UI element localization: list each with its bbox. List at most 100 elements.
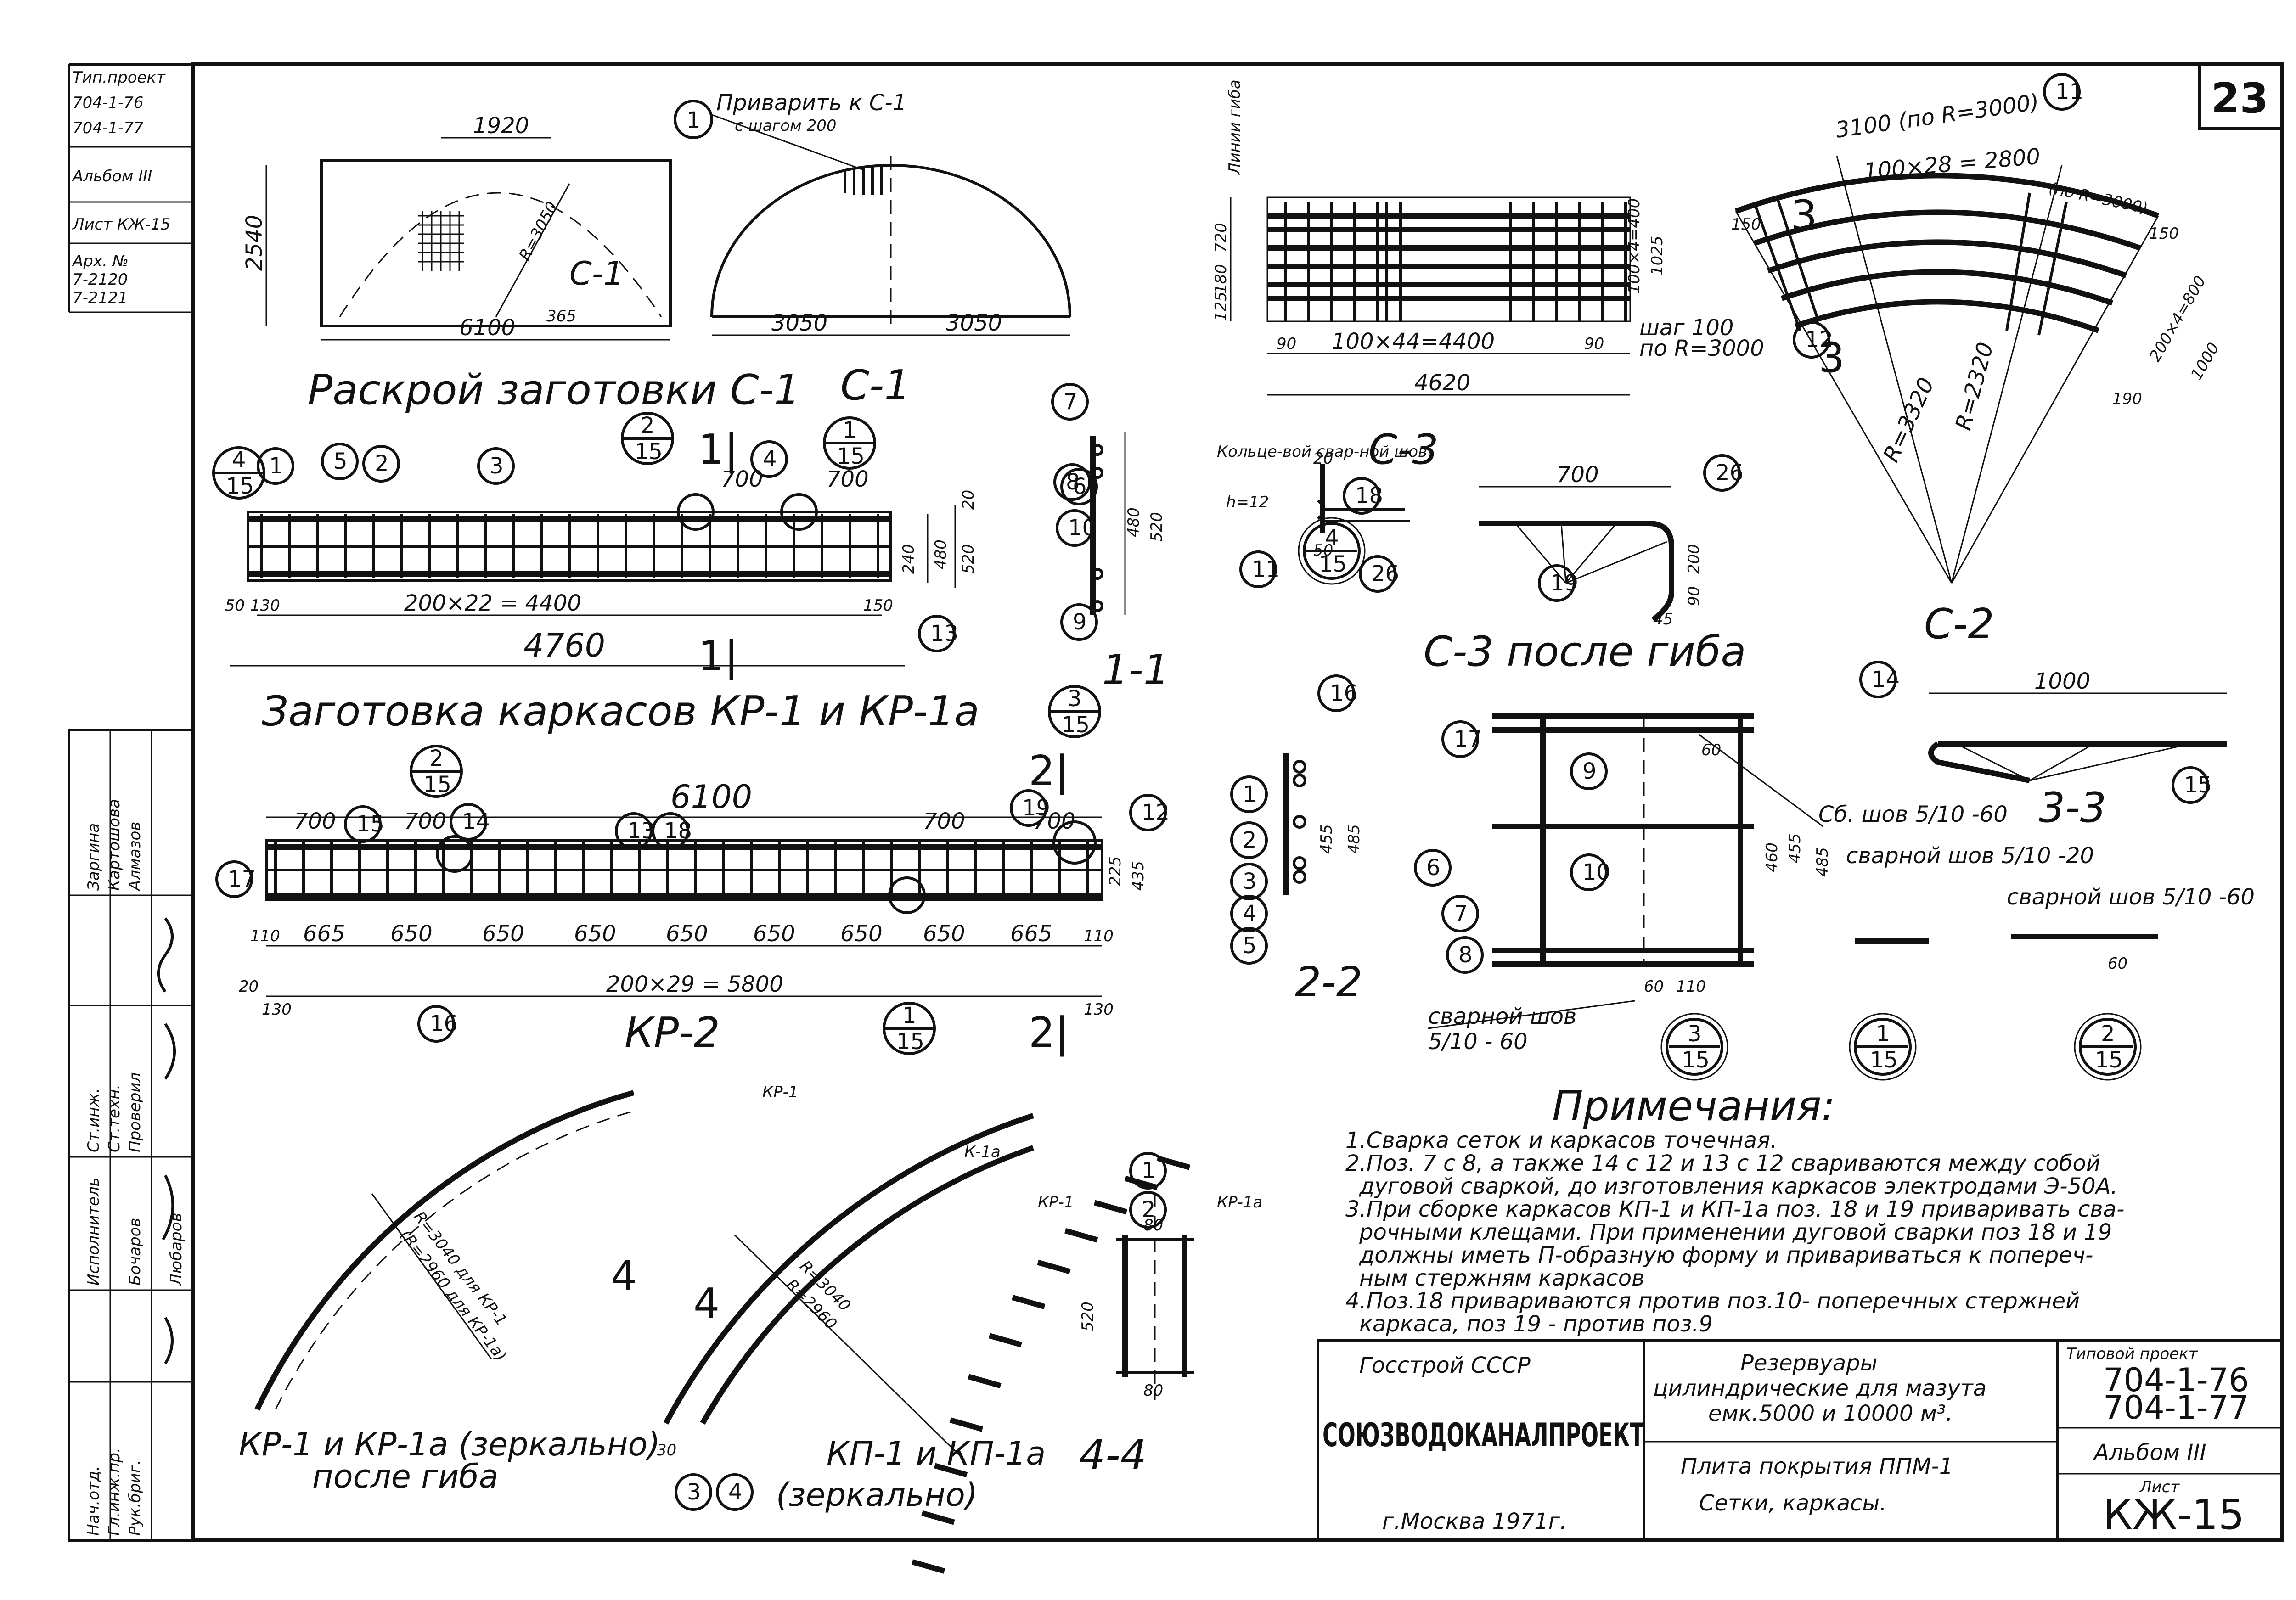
title-raskroy: Раскрой заготовки С-1 <box>308 366 800 414</box>
stamp-line-5: Арх. № <box>72 252 129 270</box>
m2-15c-bot: 15 <box>2095 1047 2123 1073</box>
callout-circle <box>1570 853 1608 891</box>
c2-dim-1000: 1000 <box>2187 340 2223 383</box>
callout-circle <box>1441 720 1479 758</box>
kp1: R=3040 R=2960 КР-1 К-1а 30 4 4 КП-1 и КП… <box>611 1083 1191 1574</box>
callout-number: 13 <box>627 818 655 844</box>
callout-number: 12 <box>1805 327 1833 353</box>
label-svarnoy-60: сварной шов 5/10 -60 <box>2007 884 2255 910</box>
kr1-after: R=3040 для КР-1 (R=2960 для КР-1а) КР-1 … <box>239 1090 660 1495</box>
kr2-dim-700b: 700 <box>404 808 446 834</box>
tb-org: Госстрой СССР <box>1359 1353 1531 1378</box>
label-kr1a-44: КР-1а <box>1217 1193 1262 1212</box>
title-kp1-2: (зеркально) <box>776 1476 978 1514</box>
s44-dim-520: 520 <box>1079 1302 1097 1331</box>
m1-15a-top: 1 <box>843 417 857 443</box>
callout-circle <box>1343 477 1380 515</box>
kr2-dim-110b: 110 <box>1084 927 1114 945</box>
c2-dim-po: (по R=3000) <box>2047 179 2150 218</box>
label-k1a: К-1а <box>964 1143 1001 1161</box>
label-svarnoy-20: сварной шов 5/10 -20 <box>1846 843 2094 869</box>
callout-circle <box>1230 821 1268 859</box>
section-mark-2-2-top: 2| <box>1029 747 1069 795</box>
c3-dim-720: 720 <box>1212 223 1230 253</box>
c3-dim-180: 180 <box>1212 264 1230 294</box>
label-po-r3000: по R=3000 <box>1639 336 1764 361</box>
kp1-tie <box>1124 1175 1159 1190</box>
m3-15a-bot: 15 <box>1062 712 1090 738</box>
callout-number: 26 <box>1371 561 1399 587</box>
title-s44: 4-4 <box>1079 1431 1147 1479</box>
callout-circle <box>321 443 359 480</box>
name-2: Алмазов <box>126 822 144 892</box>
callout-number: 4 <box>1243 901 1257 926</box>
tb-city: г.Москва 1971г. <box>1382 1509 1567 1534</box>
kp1-tie <box>911 1559 945 1574</box>
section-mark-2-15-c: 2 15 <box>2074 1013 2142 1081</box>
callout-number: 10 <box>1068 515 1096 541</box>
kr2-dim-650-1: 650 <box>390 921 433 947</box>
dim-20a: 20 <box>959 490 978 510</box>
label-s-shagom: с шагом 200 <box>735 117 836 135</box>
weld-detail: Кольце-вой свар-ной шов h=12 20 50 <box>1217 443 1427 560</box>
notes-heading: Примечания: <box>1552 1082 1835 1130</box>
callout-number: 19 <box>1022 795 1050 821</box>
m3-15a-top: 3 <box>1068 686 1082 712</box>
label-sv-shov: Сб. шов 5/10 -60 <box>1818 802 2008 827</box>
label-kr1: КР-1 <box>762 1083 799 1101</box>
kp1-ties <box>911 1155 1191 1574</box>
section-mark-1-15-a: 1 15 <box>823 416 876 470</box>
section-mark-1-1-bottom: 1| <box>698 632 738 680</box>
callout-circle <box>615 812 653 850</box>
callout-circle <box>450 803 487 841</box>
tb-list-label: Лист <box>2139 1478 2180 1496</box>
callout-number: 15 <box>356 811 384 837</box>
kr2-cross-bars <box>274 842 1089 898</box>
role-1: Гл.инж.пр. <box>105 1448 124 1536</box>
title-kr2: КР-2 <box>625 1009 720 1057</box>
label-svarnoy-b2: 5/10 - 60 <box>1428 1029 1528 1055</box>
label-shag100: шаг 100 <box>1639 315 1733 341</box>
callout-circle <box>1239 550 1277 588</box>
dim-6100: 6100 <box>459 315 515 341</box>
dim-365: 365 <box>546 307 576 326</box>
c3a-dim-200: 200 <box>1685 544 1703 574</box>
note-2: 2.Поз. 7 с 8, а также 14 с 12 и 13 с 12 … <box>1345 1151 2100 1176</box>
section-mark-2-2-bottom: 2| <box>1029 1009 1069 1057</box>
callout-circle <box>1060 468 1098 505</box>
label-linia-giba: Линии гиба <box>1226 79 1244 175</box>
section-mark-4-left: 4 <box>611 1252 637 1300</box>
c1-arch: 3050 3050 1 Приварить к С-1 с шагом 200 … <box>674 90 1071 410</box>
callout-circle <box>675 1473 712 1511</box>
callout-circle <box>1010 789 1047 827</box>
m4-15a-top: 4 <box>232 447 246 473</box>
callout-number: 2 <box>1142 1197 1156 1223</box>
note-5: рочными клещами. При применении дуговой … <box>1359 1219 2112 1245</box>
name-1: Картошова <box>105 799 124 891</box>
callout-number: 2 <box>1243 827 1257 853</box>
c2: 3100 (по R=3000) 100×28 = 2800 (по R=300… <box>1639 89 2223 648</box>
kp1-tie <box>1064 1228 1098 1243</box>
s22-dim-455: 455 <box>1317 824 1336 854</box>
callout-number: 6 <box>1073 474 1087 500</box>
kr1-cross-bars <box>260 514 879 578</box>
tb-desc-2: емк.5000 и 10000 м³. <box>1708 1401 1953 1426</box>
s22-dim-485: 485 <box>1345 824 1363 854</box>
callout-circle <box>1441 895 1479 932</box>
dim-480: 480 <box>932 539 950 569</box>
mesh-patch <box>418 211 464 271</box>
kr2-dim-650-7: 650 <box>923 921 965 947</box>
section-4-4: КР-1 КР-1а 80 80 520 4-4 <box>1038 1193 1262 1479</box>
callout-number: 14 <box>462 809 490 835</box>
stamp-line-3: Альбом III <box>72 167 152 185</box>
dim-r3050: R=3050 <box>516 199 562 264</box>
stamp-line-2: 704-1-77 <box>73 119 144 137</box>
kr2-dim-650-5: 650 <box>753 921 795 947</box>
kr2-dim-20: 20 <box>239 977 259 996</box>
c2-dim-190: 190 <box>2112 390 2142 408</box>
c3-dim-90a: 90 <box>1277 335 1296 353</box>
weld-dim-60: 60 <box>2108 954 2127 973</box>
callout-number: 6 <box>1426 855 1441 881</box>
left-stamp: Тип.проект 704-1-76 704-1-77 Альбом III … <box>68 63 193 313</box>
